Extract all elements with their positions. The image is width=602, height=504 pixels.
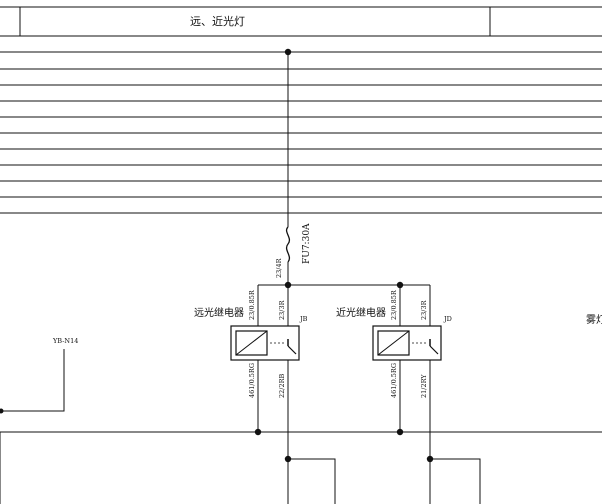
junction-dot-top <box>284 48 292 56</box>
junction-dot-lb-ground <box>396 428 404 436</box>
junction-dot-hb-out <box>284 455 292 463</box>
fuse-symbol <box>285 226 291 263</box>
fuse-label: FU7:30A <box>302 223 312 264</box>
lb-wire-coil-bottom: 461/0.5RG <box>390 363 398 398</box>
lb-wire-switch-top: 23/3R <box>420 299 428 320</box>
low-beam-relay-id: JD <box>443 315 452 323</box>
high-beam-relay-id: JB <box>299 315 308 323</box>
high-beam-relay <box>230 325 300 361</box>
low-beam-relay <box>372 325 442 361</box>
junction-dot-hb-ground <box>254 428 262 436</box>
left-connector-line <box>0 349 65 412</box>
hb-wire-switch-bottom: 22/2RB <box>278 374 286 398</box>
hb-wire-coil-bottom: 461/0.5RG <box>248 363 256 398</box>
junction-dot-lb <box>396 281 404 289</box>
lb-wire-coil-top: 23/0.85R <box>390 289 398 320</box>
left-connector-label: YB-N14 <box>52 337 78 345</box>
low-beam-relay-label: 近光继电器 <box>336 306 386 319</box>
fuse-input-wire: 23/4R <box>275 257 283 278</box>
header-title: 远、近光灯 <box>190 14 245 28</box>
junction-dot-lb-out <box>426 455 434 463</box>
header-frame <box>0 6 602 37</box>
left-connector-dot <box>0 408 4 414</box>
lb-wire-switch-bottom: 21/2RY <box>420 374 428 398</box>
hb-wire-switch-top: 23/3R <box>278 299 286 320</box>
lower-bus <box>0 431 602 504</box>
hb-wire-coil-top: 23/0.85R <box>248 289 256 320</box>
output-branches <box>288 458 481 504</box>
junction-dot-hb <box>284 281 292 289</box>
right-edge-label: 雾灯 <box>586 314 602 326</box>
high-beam-relay-label: 远光继电器 <box>194 306 244 319</box>
bus-lines <box>0 51 602 214</box>
